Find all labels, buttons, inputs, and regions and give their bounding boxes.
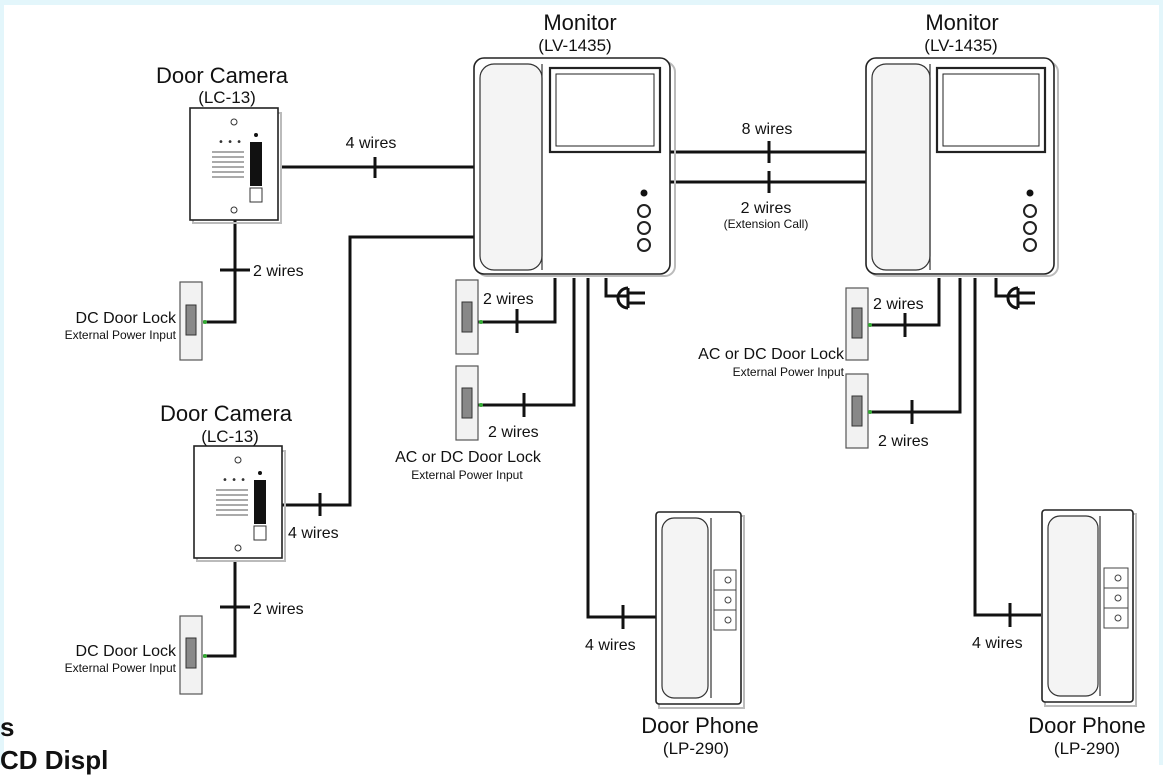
door-phone-2-model: (LP-290) — [1054, 739, 1120, 758]
lock-label-dc-1: DC Door Lock — [76, 310, 177, 327]
svg-text:• • •: • • • — [222, 475, 246, 486]
door-camera-2: • • • — [193, 445, 286, 562]
lock-label-power-1: External Power Input — [65, 328, 177, 342]
lock-label-dc-2: DC Door Lock — [76, 643, 177, 660]
svg-text:• • •: • • • — [218, 137, 242, 148]
monitor-2 — [865, 57, 1059, 277]
power-plug-2-icon — [994, 278, 1035, 310]
wire-camera2-monitor1 — [282, 235, 474, 507]
page-heading-fragment-1: s — [0, 712, 15, 742]
wire-monitor2-phone2 — [973, 278, 1041, 617]
monitor-2-model: (LV-1435) — [924, 36, 997, 55]
door-lock-2 — [179, 615, 207, 695]
power-plug-1-icon — [604, 278, 645, 310]
wire-monitor1-lockB — [478, 278, 576, 407]
door-phone-2 — [1041, 509, 1137, 707]
door-lock-3 — [455, 279, 483, 355]
wire-label-monitor2-lockD: 2 wires — [878, 433, 929, 450]
lock-label-power-4: External Power Input — [733, 365, 845, 379]
wire-label-2-wires-extension: 2 wires — [741, 200, 792, 217]
wire-monitor1-phone1 — [586, 278, 656, 619]
wire-label-monitor1-phone: 4 wires — [585, 637, 636, 654]
wire-label-8-wires: 8 wires — [742, 121, 793, 138]
wire-monitor2-lockC — [866, 278, 941, 327]
door-lock-5 — [845, 287, 872, 361]
door-camera-2-model: (LC-13) — [201, 427, 259, 446]
monitor-1-model: (LV-1435) — [538, 36, 611, 55]
door-camera-2-title: Door Camera — [160, 401, 293, 426]
door-lock-1 — [179, 281, 207, 361]
monitor-2-title: Monitor — [925, 10, 998, 35]
page-heading-fragment-2: CD Displ — [0, 745, 109, 775]
wire-label-monitor2-phone: 4 wires — [972, 635, 1023, 652]
door-lock-6 — [845, 373, 872, 449]
page-border-left — [0, 0, 4, 765]
lock-label-acdc-1: AC or DC Door Lock — [395, 449, 542, 466]
lock-label-acdc-2: AC or DC Door Lock — [698, 346, 845, 363]
door-phone-1-title: Door Phone — [641, 713, 758, 738]
door-camera-1: • • • — [189, 107, 282, 224]
wire-label-camera2-monitor: 4 wires — [288, 525, 339, 542]
wire-label-camera1-lock: 2 wires — [253, 263, 304, 280]
wire-camera2-lock — [203, 560, 237, 658]
wire-label-camera1-monitor: 4 wires — [346, 135, 397, 152]
wire-label-monitor1-lockB: 2 wires — [488, 424, 539, 441]
wires — [203, 141, 1041, 658]
door-camera-1-title: Door Camera — [156, 63, 289, 88]
door-phone-1-model: (LP-290) — [663, 739, 729, 758]
monitor-1 — [473, 57, 676, 277]
wire-label-camera2-lock: 2 wires — [253, 601, 304, 618]
page-border-right — [1159, 0, 1163, 765]
wire-label-extension-call: (Extension Call) — [724, 217, 809, 231]
wire-label-monitor2-lockC: 2 wires — [873, 296, 924, 313]
door-phone-2-title: Door Phone — [1028, 713, 1145, 738]
wire-monitor1-lockA — [478, 278, 557, 324]
lock-label-power-3: External Power Input — [411, 468, 523, 482]
door-lock-4 — [455, 365, 483, 441]
lock-label-power-2: External Power Input — [65, 661, 177, 675]
wire-monitor2-lockD — [866, 278, 962, 414]
wire-label-monitor1-lockA: 2 wires — [483, 291, 534, 308]
door-phone-1 — [655, 511, 745, 709]
wire-camera1-lock — [203, 220, 237, 324]
page-border-top — [0, 0, 1163, 5]
monitor-1-title: Monitor — [543, 10, 616, 35]
door-camera-1-model: (LC-13) — [198, 88, 256, 107]
